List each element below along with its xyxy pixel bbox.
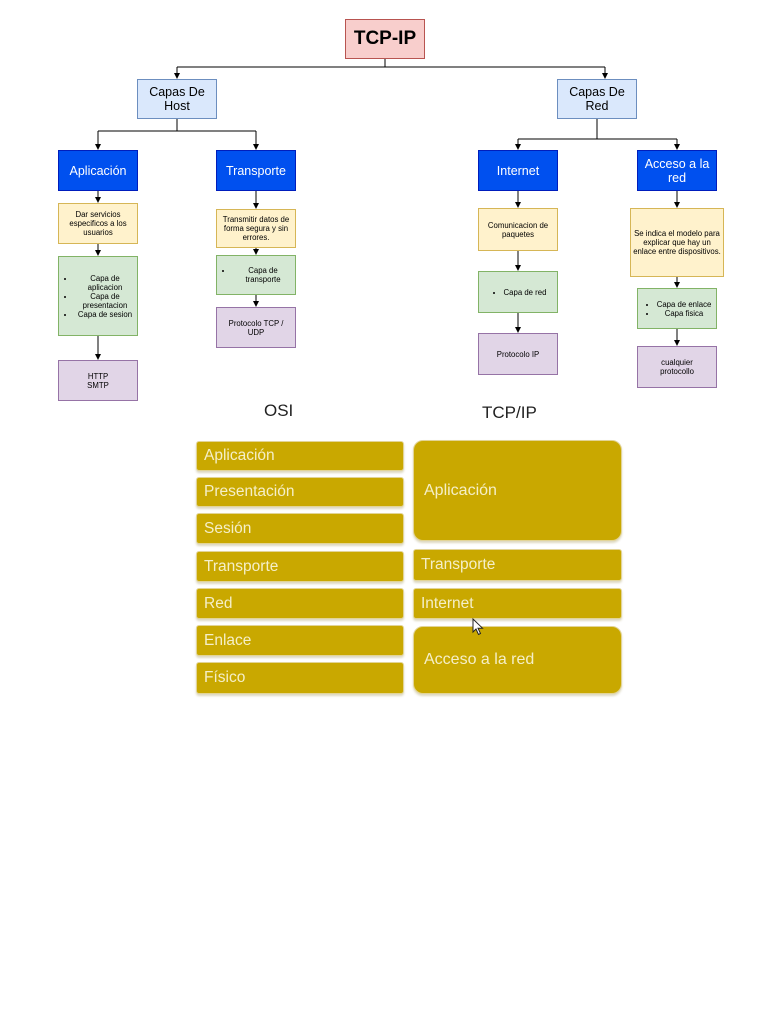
host-group-label: Capas De Host	[149, 85, 205, 113]
transport-description-text: Transmitir datos de forma segura y sin e…	[222, 215, 290, 242]
osi-layer-physical: Físico	[196, 662, 404, 694]
layer-internet-label: Internet	[496, 163, 540, 178]
layer-application-node: Aplicación	[58, 150, 138, 191]
protocol-item: Protocolo IP	[496, 349, 540, 359]
application-description-text: Dar servicios especificos a los usuarios	[69, 210, 127, 237]
list-item: Capa de enlace	[657, 300, 712, 309]
application-description: Dar servicios especificos a los usuarios	[58, 203, 138, 244]
osi-layer-data-link: Enlace	[196, 625, 404, 656]
list-item: Capa fisica	[657, 309, 712, 318]
osi-layer-application: Aplicación	[196, 441, 404, 471]
internet-layer-list: Capa de red	[478, 271, 558, 313]
mouse-pointer-icon	[472, 618, 484, 636]
osi-layer-session: Sesión	[196, 513, 404, 544]
network-access-description: Se indica el modelo para explicar que ha…	[630, 208, 724, 277]
list-item: Capa de sesion	[75, 310, 135, 319]
layer-network-access-label: Acceso a la red	[644, 156, 710, 185]
tcpip-column-title: TCP/IP	[482, 403, 537, 422]
list-item: Capa de transporte	[233, 266, 293, 284]
connector-lines	[95, 59, 680, 360]
internet-description-text: Comunicacion de paquetes	[487, 220, 549, 239]
network-group-label: Capas De Red	[569, 85, 625, 113]
tcpip-layer-network-access: Acceso a la red	[413, 626, 622, 694]
protocol-item: cualquier protocollo	[660, 358, 694, 376]
list-item: Capa de aplicacion	[75, 274, 135, 292]
application-protocols: HTTP SMTP	[58, 360, 138, 401]
network-group-node: Capas De Red	[557, 79, 637, 119]
layer-network-access-node: Acceso a la red	[637, 150, 717, 191]
root-label: TCP-IP	[353, 28, 417, 49]
tcpip-layer-transport: Transporte	[413, 549, 622, 581]
layer-transport-node: Transporte	[216, 150, 296, 191]
osi-layer-network: Red	[196, 588, 404, 619]
osi-layer-presentation: Presentación	[196, 477, 404, 507]
list-item: Capa de red	[504, 288, 547, 297]
protocol-item: SMTP	[87, 380, 109, 390]
network-access-layer-list: Capa de enlace Capa fisica	[637, 288, 717, 329]
transport-description: Transmitir datos de forma segura y sin e…	[216, 209, 296, 248]
transport-protocols: Protocolo TCP / UDP	[216, 307, 296, 348]
root-node: TCP-IP	[345, 19, 425, 59]
network-access-description-text: Se indica el modelo para explicar que ha…	[633, 229, 721, 256]
internet-protocols: Protocolo IP	[478, 333, 558, 375]
layer-transport-label: Transporte	[226, 163, 286, 178]
layer-application-label: Aplicación	[69, 163, 127, 178]
osi-layer-transport: Transporte	[196, 551, 404, 582]
host-group-node: Capas De Host	[137, 79, 217, 119]
network-access-protocols: cualquier protocollo	[637, 346, 717, 388]
transport-layer-list: Capa de transporte	[216, 255, 296, 295]
tcpip-layer-application: Aplicación	[413, 440, 622, 541]
protocol-item: Protocolo TCP / UDP	[228, 318, 284, 337]
protocol-item: HTTP	[87, 371, 109, 381]
list-item: Capa de presentacion	[75, 292, 135, 310]
internet-description: Comunicacion de paquetes	[478, 208, 558, 251]
application-layer-list: Capa de aplicacion Capa de presentacion …	[58, 256, 138, 336]
layer-internet-node: Internet	[478, 150, 558, 191]
osi-column-title: OSI	[264, 401, 294, 420]
tcpip-layer-internet: Internet	[413, 588, 622, 619]
